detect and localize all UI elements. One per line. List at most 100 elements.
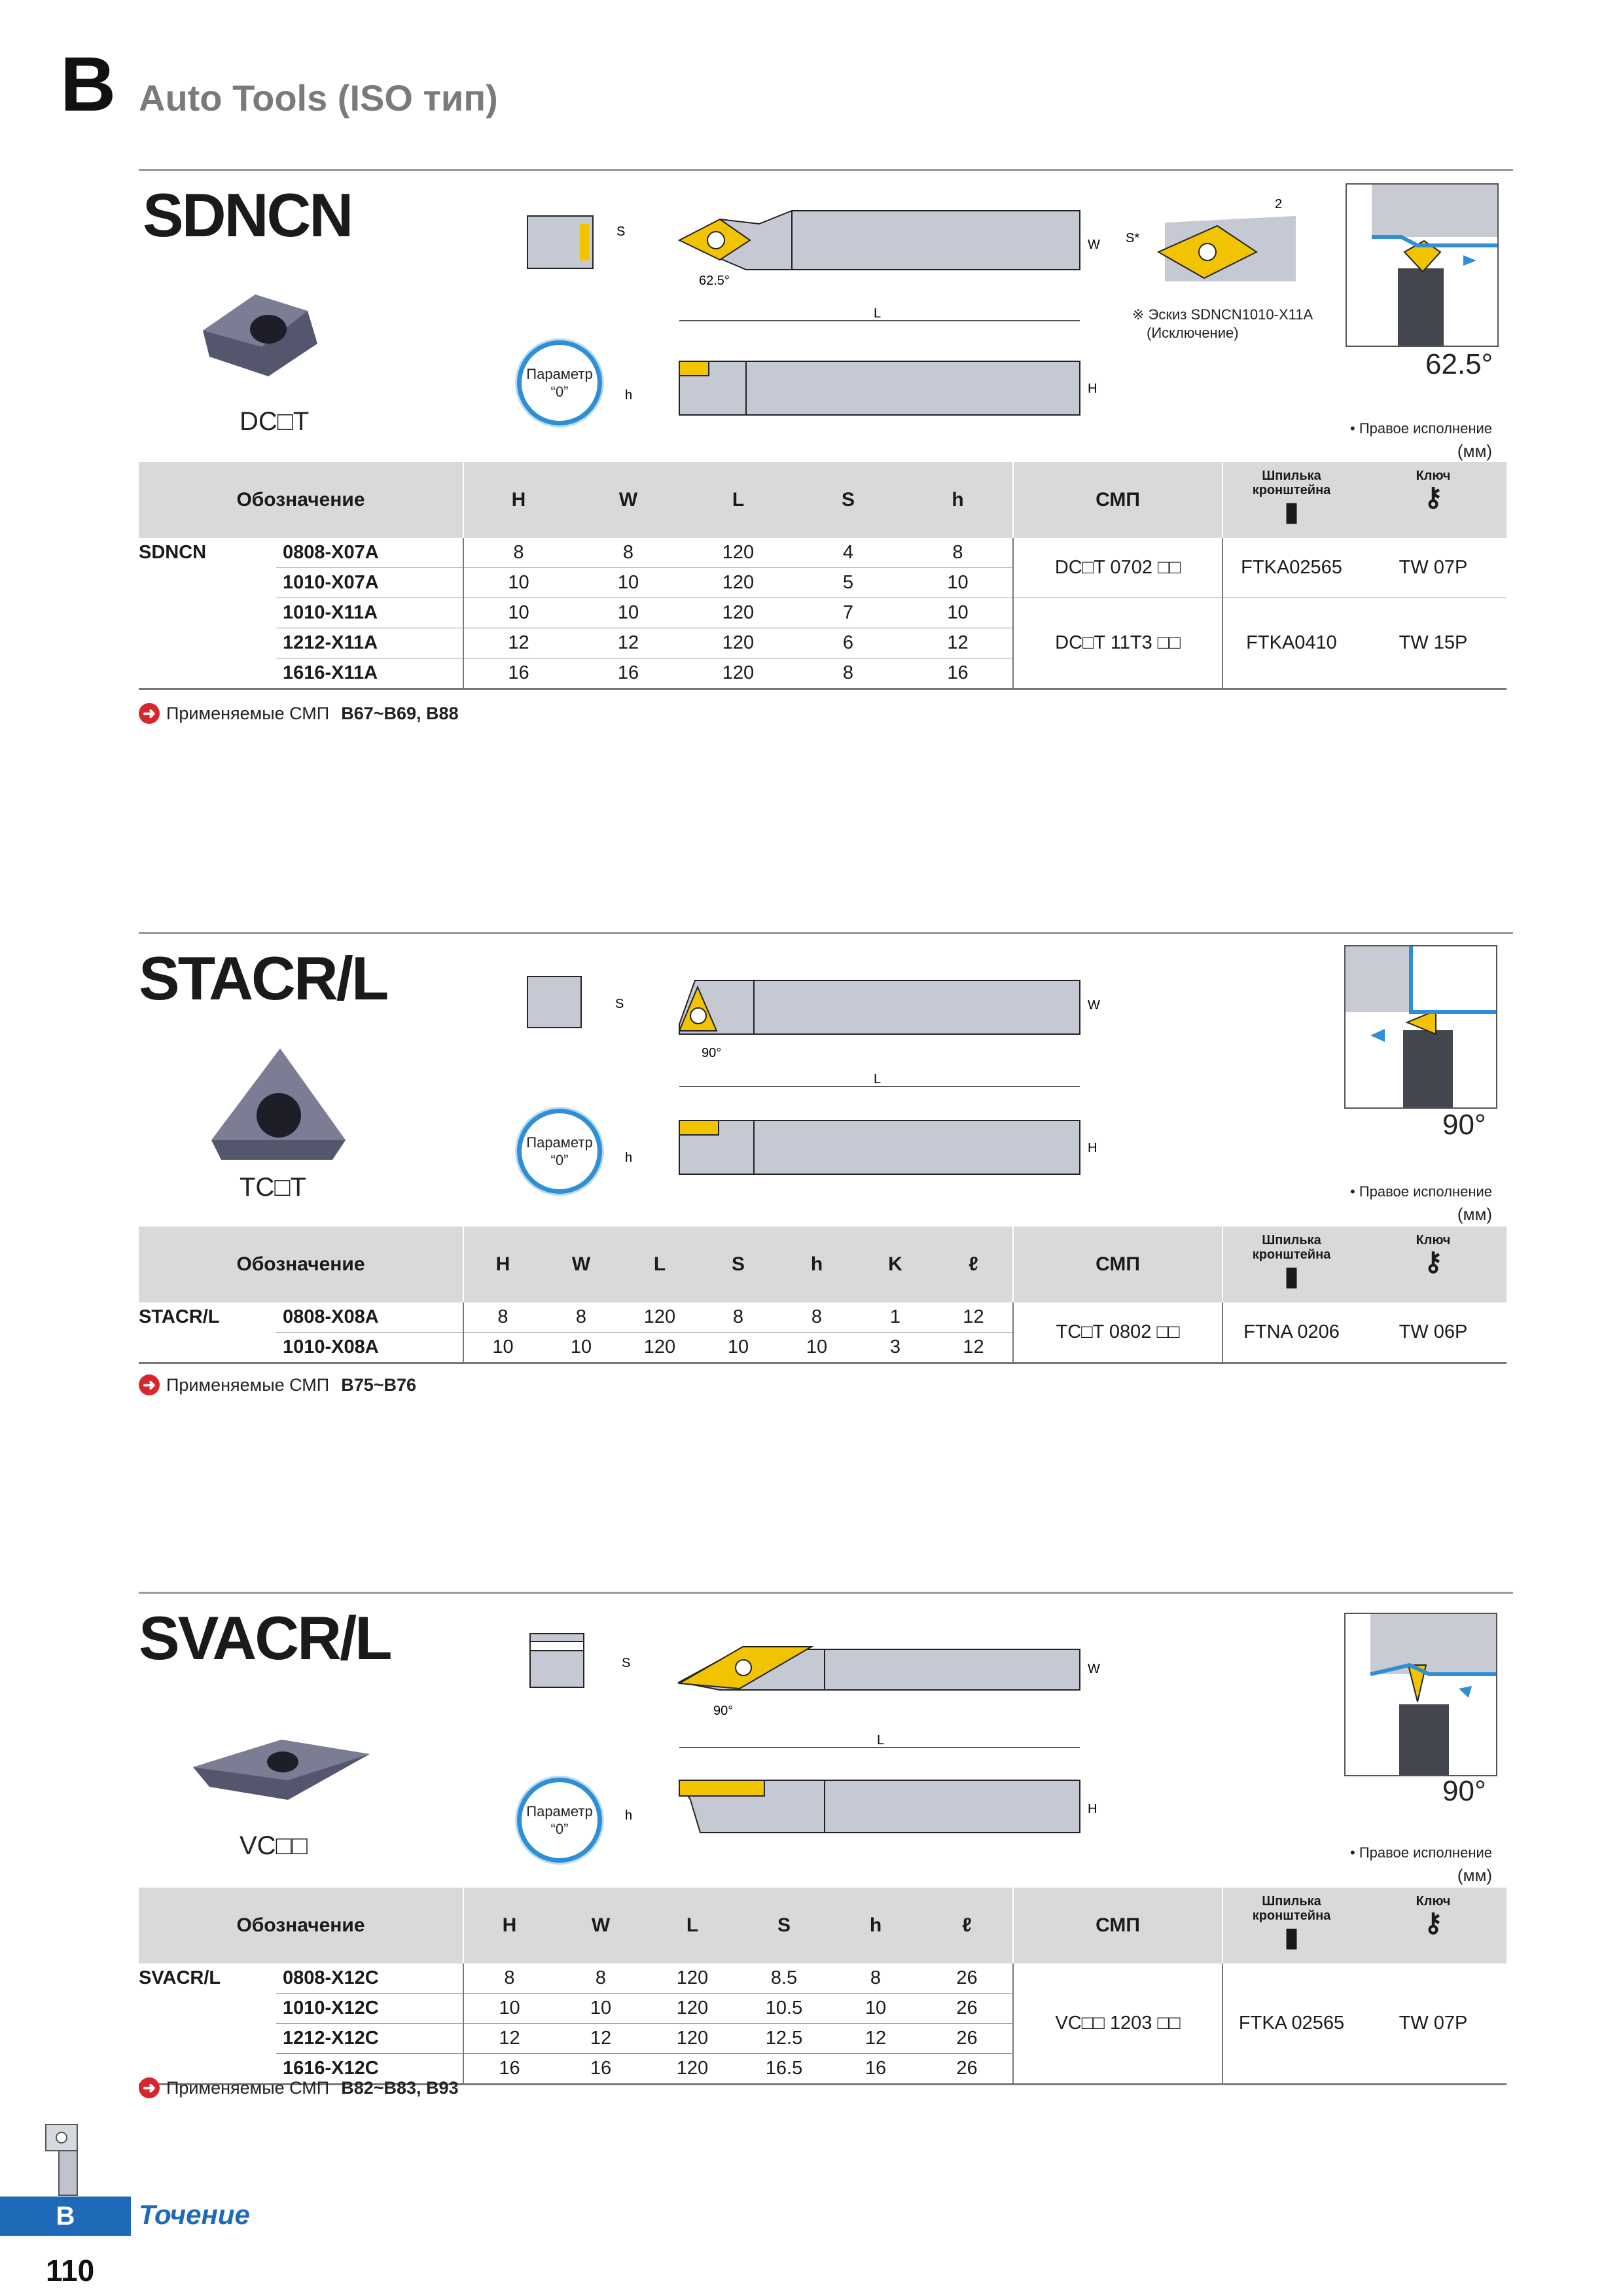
badge-value: “0” (550, 1821, 569, 1837)
col-designation: Обозначение (139, 1888, 463, 1964)
col-key-label: Ключ (1416, 1894, 1451, 1909)
svg-text:2: 2 (1275, 197, 1282, 211)
cell: 16.5 (738, 2053, 830, 2085)
cell: 120 (620, 1332, 699, 1364)
col-L: L (620, 1227, 699, 1302)
svg-text:W: W (1088, 238, 1100, 252)
section-title-svacr: SVACR/L (139, 1604, 393, 1672)
cell: 8 (811, 1306, 823, 1327)
cell: 12 (830, 2023, 921, 2054)
key-code: TW 06P (1360, 1302, 1507, 1364)
cell: 16 (463, 658, 573, 690)
dim-angle-stacr: 90° (702, 1046, 721, 1060)
col-S: S (793, 462, 903, 538)
right-hand-note-stacr: • Правое исполнение (1350, 1183, 1492, 1200)
cell: 4 (842, 542, 854, 563)
cell: 1 (889, 1306, 901, 1327)
row-code: 0808-X07A (283, 542, 379, 563)
cell: 16 (903, 658, 1013, 690)
applied-pages: B67~B69, B88 (341, 703, 459, 723)
insert-code: DC□T 11T3 □□ (1012, 598, 1222, 690)
section-title-sdncn: SDNCN (143, 181, 353, 249)
col-h: h (777, 1227, 856, 1302)
model-svacr: SVACR/L (139, 1967, 221, 1989)
badge-value: “0” (550, 1152, 569, 1168)
col-S: S (699, 1227, 777, 1302)
applied-inserts-svacr[interactable]: ➜ Применяемые СМП B82~B83, B93 (139, 2077, 459, 2098)
svg-text:W: W (1088, 998, 1100, 1013)
badge-text: Параметр (526, 1803, 593, 1820)
row-code: 1616-X12C (276, 2053, 463, 2085)
chapter-name: Точение (139, 2199, 250, 2230)
row-code: 0808-X12C (283, 1967, 379, 1988)
param-zero-badge: Параметр “0” (517, 1778, 602, 1863)
col-key: Ключ⚷ (1360, 462, 1507, 538)
svg-text:L: L (877, 1733, 884, 1748)
cell: 120 (683, 598, 793, 628)
technical-drawing-svacr: S 90° W L h H (529, 1633, 1100, 1833)
col-key-label: Ключ (1416, 469, 1451, 483)
arrow-right-icon: ➜ (139, 1374, 160, 1395)
model-sdncn: SDNCN (139, 542, 207, 564)
turning-tool-icon (45, 2124, 78, 2196)
insert-label-sdncn: DC□T (240, 407, 310, 436)
svg-text:H: H (1088, 1802, 1097, 1816)
cell: 10 (555, 1993, 647, 2024)
cell: 8 (463, 538, 573, 568)
header-rule (139, 169, 1513, 171)
sketch-note-line2: (Исключение) (1147, 325, 1239, 341)
dim-angle-sdncn: 62.5° (699, 274, 730, 288)
cell: 10.5 (738, 1993, 830, 2024)
applied-inserts-stacr[interactable]: ➜ Применяемые СМП B75~B76 (139, 1374, 416, 1395)
col-h: h (830, 1888, 921, 1964)
pin-icon: ▮ (1284, 1923, 1299, 1952)
right-hand-note-sdncn: • Правое исполнение (1350, 420, 1492, 437)
spec-table-stacr: Обозначение H W L S h K ℓ СМП Шпилька кр… (139, 1227, 1507, 1364)
insert-image-tc (211, 1049, 346, 1160)
cell: 12 (963, 1306, 984, 1327)
unit-stacr: (мм) (1457, 1204, 1492, 1224)
col-H: H (463, 1227, 542, 1302)
pin-icon: ▮ (1284, 1262, 1299, 1291)
col-W: W (555, 1888, 647, 1964)
cell: 10 (463, 567, 573, 598)
key-code: TW 15P (1360, 598, 1507, 690)
key-icon: ⚷ (1423, 1909, 1443, 1937)
col-key: Ключ⚷ (1360, 1888, 1507, 1964)
col-pin: Шпилька кронштейна▮ (1222, 1888, 1360, 1964)
svg-text:H: H (1088, 1141, 1097, 1155)
cell: 120 (647, 1993, 738, 2024)
svg-text:S: S (622, 1656, 630, 1670)
section-rule-stacr (139, 932, 1513, 934)
cell: 12.5 (738, 2023, 830, 2054)
col-h: h (903, 462, 1013, 538)
cell: 10 (573, 598, 683, 628)
page-number: 110 (46, 2253, 95, 2287)
cell: 12 (935, 1332, 1013, 1364)
cell: 16 (573, 658, 683, 690)
cell: 10 (542, 1332, 620, 1364)
row-code: 1010-X08A (276, 1332, 463, 1364)
cell: 12 (903, 628, 1013, 658)
section-rule-svacr (139, 1592, 1513, 1594)
model-stacr: STACR/L (139, 1306, 220, 1328)
applied-label: Применяемые СМП (166, 1374, 330, 1395)
row-code: 1212-X12C (276, 2023, 463, 2054)
col-L: L (647, 1888, 738, 1964)
cell: 8 (622, 542, 634, 563)
svg-text:W: W (1088, 1662, 1100, 1676)
cell: 120 (683, 567, 793, 598)
row-code: 0808-X08A (283, 1306, 379, 1327)
sketch-note-line1: ※ Эскиз SDNCN1010-X11A (1132, 306, 1313, 323)
cell: 12 (573, 628, 683, 658)
svg-text:H: H (1088, 382, 1097, 396)
col-pin-label: Шпилька кронштейна (1252, 1894, 1331, 1923)
badge-text: Параметр (526, 1134, 593, 1151)
applied-inserts-sdncn[interactable]: ➜ Применяемые СМП B67~B69, B88 (139, 703, 459, 724)
right-hand-note-svacr: • Правое исполнение (1350, 1844, 1492, 1861)
insert-label-svacr: VC□□ (240, 1831, 308, 1860)
col-designation: Обозначение (139, 1227, 463, 1302)
svg-text:S*: S* (1126, 231, 1139, 245)
col-key: Ключ⚷ (1360, 1227, 1507, 1302)
col-insert: СМП (1012, 1227, 1222, 1302)
